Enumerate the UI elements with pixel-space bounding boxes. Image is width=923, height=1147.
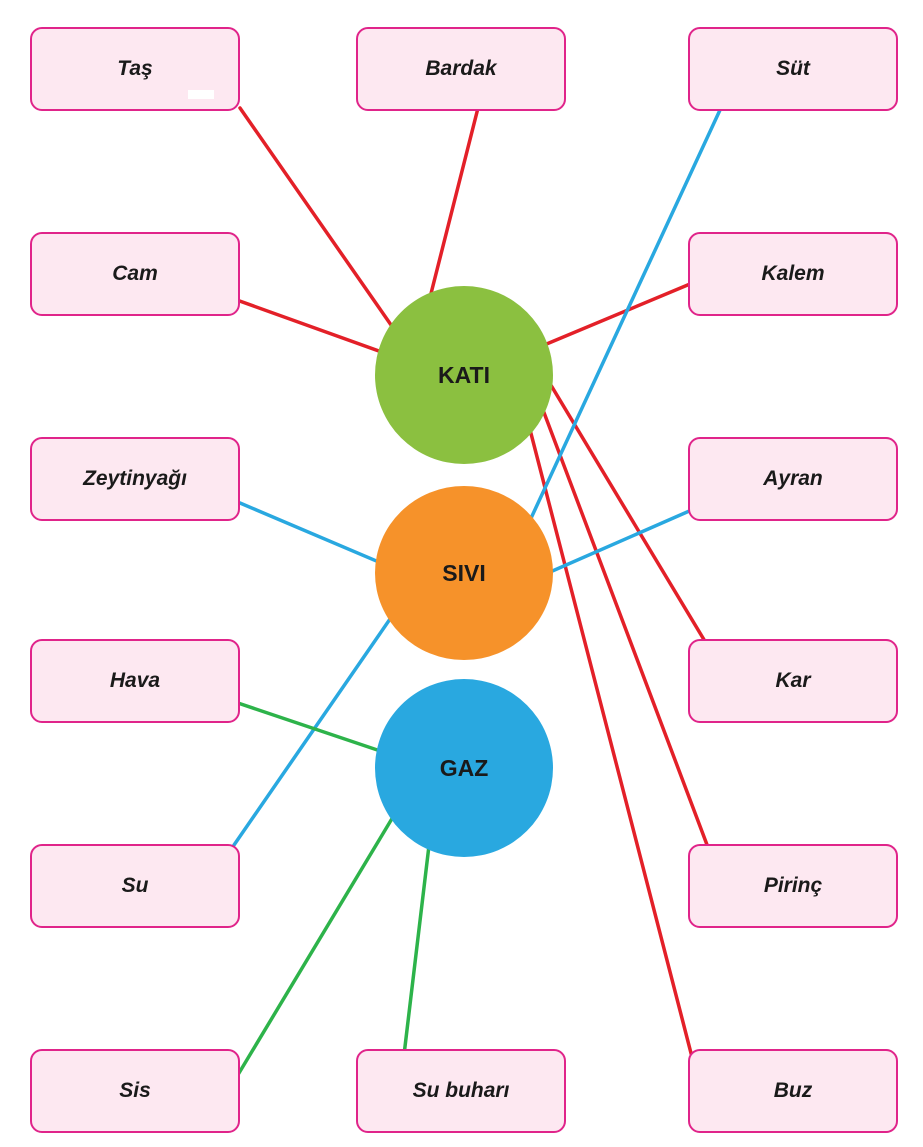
item-label-cam: Cam — [112, 262, 158, 285]
state-circle-sivi: SIVI — [375, 486, 553, 660]
item-box-kalem[interactable]: Kalem — [688, 232, 898, 316]
state-circle-gaz: GAZ — [375, 679, 553, 857]
item-label-sis: Sis — [119, 1079, 151, 1102]
item-box-sis[interactable]: Sis — [30, 1049, 240, 1133]
connector-kar-kati — [538, 365, 711, 650]
item-box-ayran[interactable]: Ayran — [688, 437, 898, 521]
connector-kalem-kati — [535, 282, 692, 350]
connector-sut-sivi — [518, 108, 722, 544]
item-box-buz[interactable]: Buz — [688, 1049, 898, 1133]
white-mark — [188, 90, 214, 99]
item-box-pirinc[interactable]: Pirinç — [688, 844, 898, 928]
connector-su-sivi — [232, 591, 410, 847]
state-label-gaz: GAZ — [439, 754, 489, 781]
state-circle-kati: KATI — [375, 286, 553, 464]
state-label-kati: KATI — [438, 361, 490, 388]
item-label-sut: Süt — [776, 57, 810, 80]
item-label-kalem: Kalem — [761, 262, 825, 285]
connector-buz-kati — [525, 416, 694, 1059]
connector-pirinc-kati — [538, 400, 714, 860]
item-box-cam[interactable]: Cam — [30, 232, 240, 316]
item-box-zeytinyagi[interactable]: Zeytinyağı — [30, 437, 240, 521]
item-label-bardak: Bardak — [425, 57, 497, 80]
item-label-buz: Buz — [773, 1079, 813, 1102]
item-box-sut[interactable]: Süt — [688, 27, 898, 111]
item-box-kar[interactable]: Kar — [688, 639, 898, 723]
connector-cam-kati — [232, 297, 406, 362]
connector-tas-kati — [238, 106, 407, 347]
item-box-hava[interactable]: Hava — [30, 639, 240, 723]
connector-ayran-sivi — [523, 496, 721, 585]
item-box-bardak[interactable]: Bardak — [356, 27, 566, 111]
item-label-hava: Hava — [109, 669, 161, 692]
item-label-zeytinyagi: Zeytinyağı — [83, 467, 187, 490]
connector-su_buhari-gaz — [402, 810, 435, 1057]
item-label-su: Su — [121, 874, 149, 897]
item-label-su-buhari: Su buharı — [412, 1079, 510, 1102]
connector-sis-gaz — [231, 780, 416, 1085]
item-label-kar: Kar — [775, 669, 811, 692]
state-label-sivi: SIVI — [442, 559, 486, 586]
item-box-su-buhari[interactable]: Su buharı — [356, 1049, 566, 1133]
item-label-pirinc: Pirinç — [763, 874, 823, 897]
item-label-tas: Taş — [117, 57, 153, 80]
item-box-su[interactable]: Su — [30, 844, 240, 928]
item-label-ayran: Ayran — [763, 467, 823, 490]
